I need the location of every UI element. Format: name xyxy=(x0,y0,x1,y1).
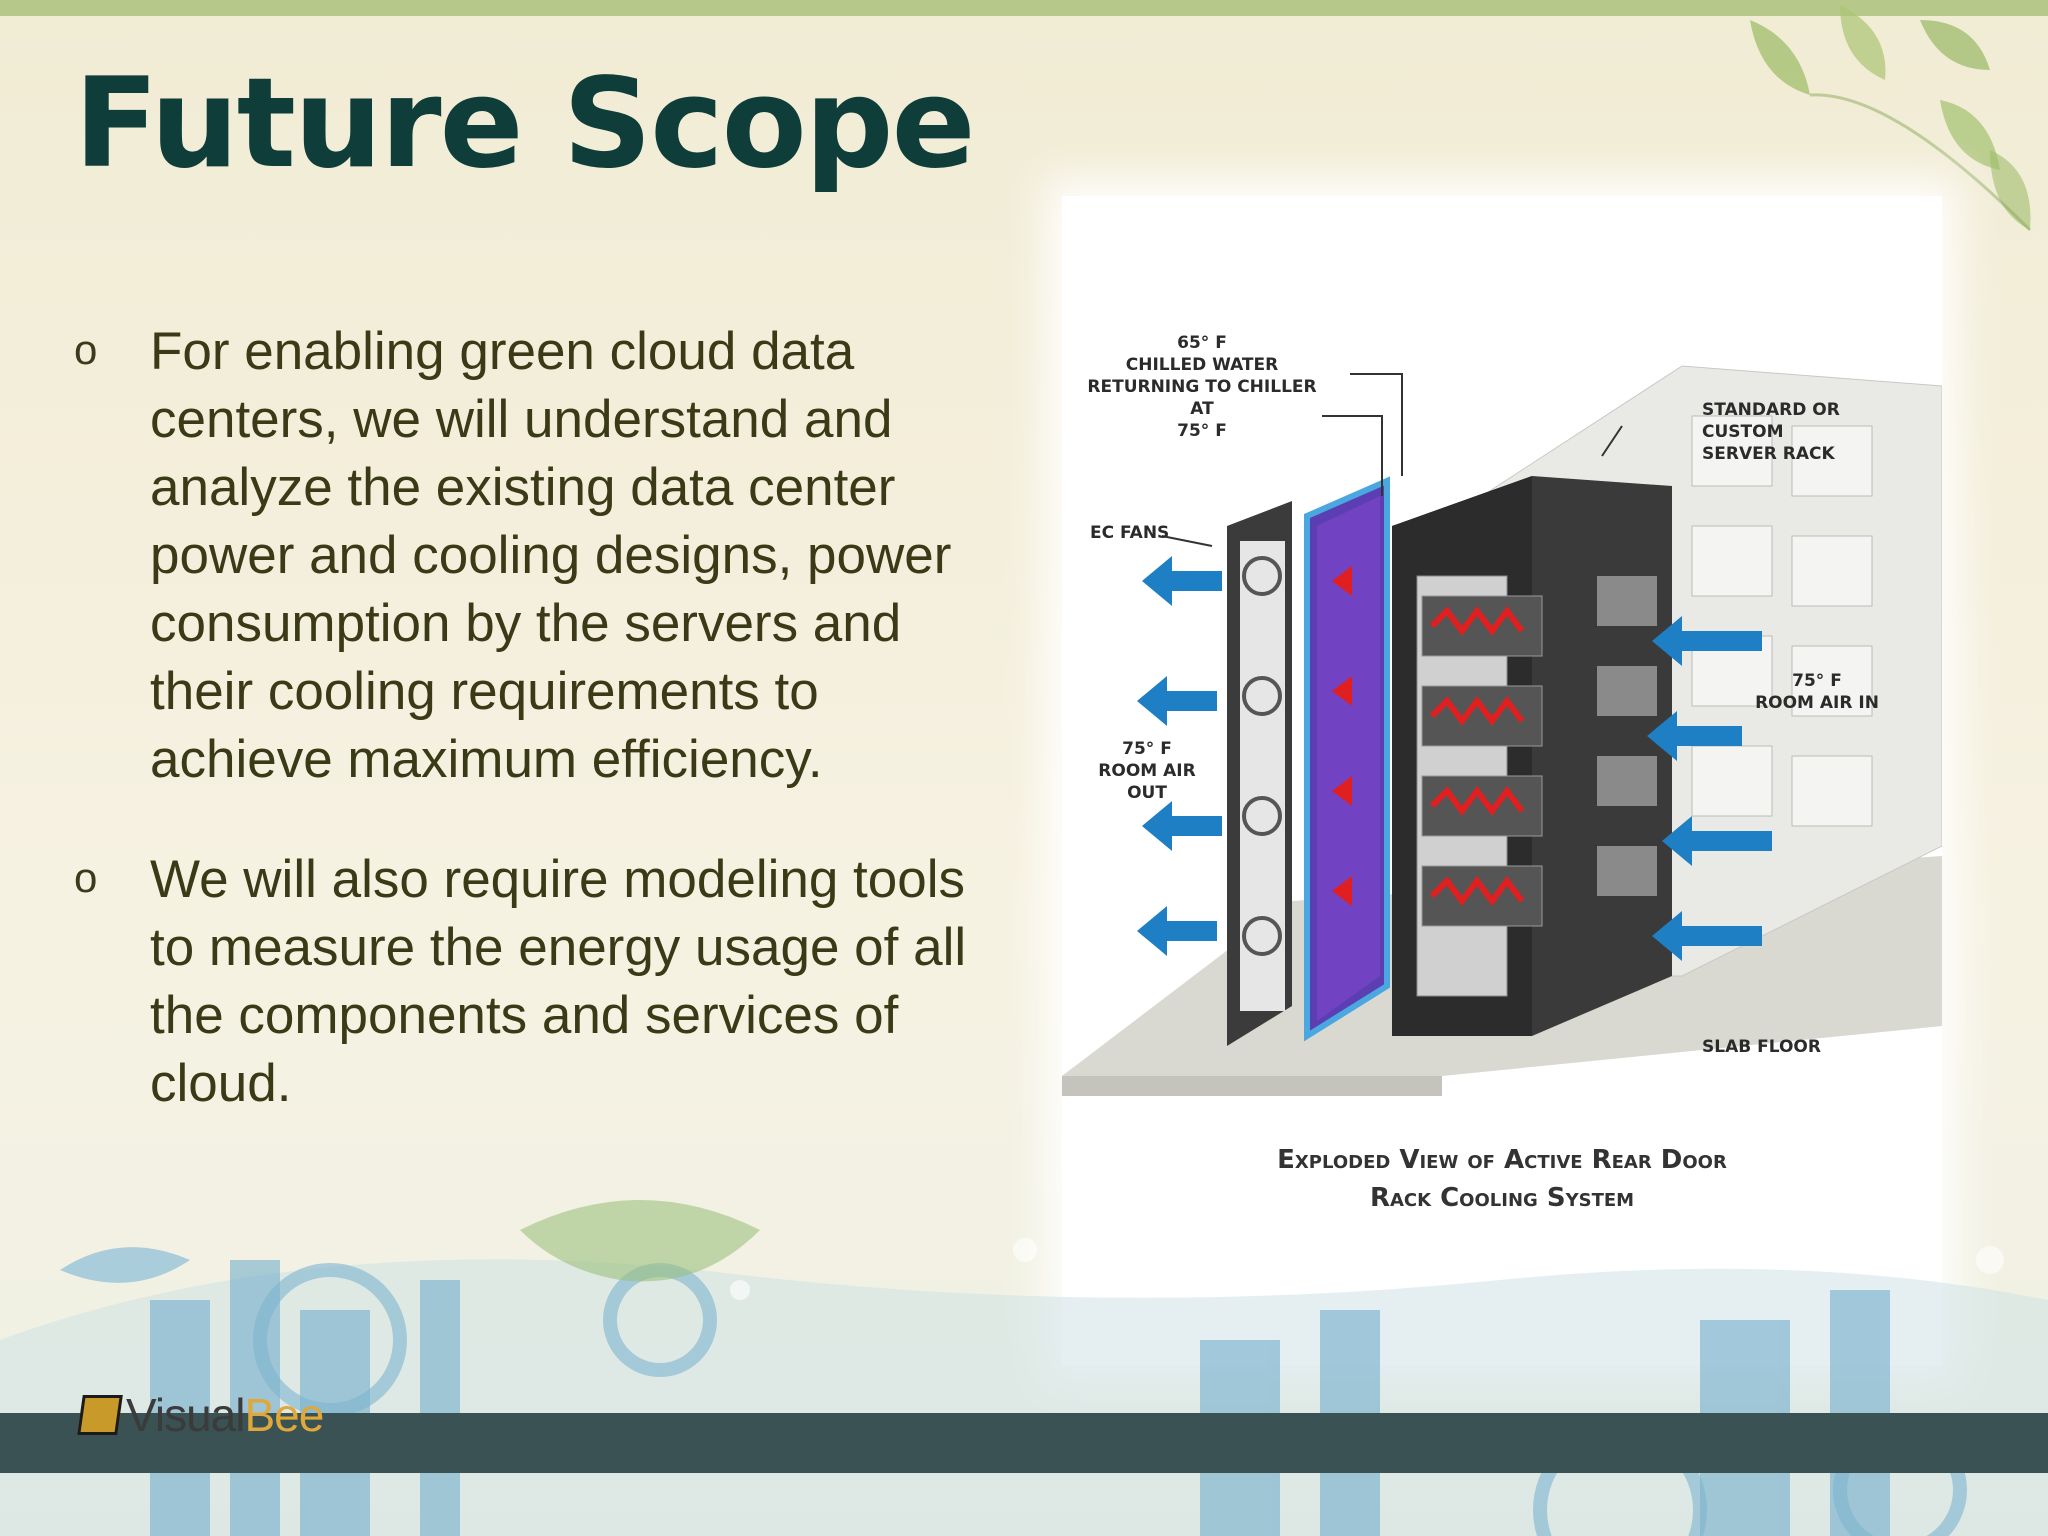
rack-cooling-figure: 65° F CHILLED WATER RETURNING TO CHILLER… xyxy=(1062,196,1942,1366)
slide-title: Future Scope xyxy=(74,52,976,196)
visualbee-logo: VisualBee xyxy=(77,1388,324,1442)
bullet-list: o For enabling green cloud data centers,… xyxy=(74,318,994,1170)
caption-line-1: Exploded View of Active Rear Door xyxy=(1277,1145,1727,1175)
figure-caption: Exploded View of Active Rear Door Rack C… xyxy=(1062,1141,1942,1217)
bullet-marker: o xyxy=(74,854,98,901)
top-accent-bar xyxy=(0,0,2048,16)
bullet-item: o For enabling green cloud data centers,… xyxy=(74,318,994,794)
room-air-in-label: 75° F ROOM AIR IN xyxy=(1755,671,1879,713)
room-air-out-label: 75° F ROOM AIR OUT xyxy=(1098,739,1196,803)
leaf-decoration xyxy=(1750,5,2032,232)
caption-line-2: Rack Cooling System xyxy=(1369,1183,1635,1213)
logo-text: VisualBee xyxy=(126,1388,324,1442)
rack-cooling-illustration xyxy=(1062,365,1942,1096)
ec-fans-label: EC FANS xyxy=(1090,523,1170,543)
bullet-text: We will also require modeling tools to m… xyxy=(150,850,967,1113)
server-rack-label: STANDARD OR CUSTOM SERVER RACK xyxy=(1702,400,1840,464)
footer-bar xyxy=(0,1413,2048,1473)
footer-decoration xyxy=(0,1200,2048,1536)
logo-icon xyxy=(77,1395,123,1435)
logo-text-visual: Visual xyxy=(126,1389,245,1441)
bullet-marker: o xyxy=(74,326,98,373)
slab-floor-label: SLAB FLOOR xyxy=(1702,1037,1821,1057)
logo-text-bee: Bee xyxy=(244,1389,324,1441)
chilled-water-label: 65° F CHILLED WATER RETURNING TO CHILLER… xyxy=(1087,333,1317,441)
bullet-text: For enabling green cloud data centers, w… xyxy=(150,322,952,789)
bullet-item: o We will also require modeling tools to… xyxy=(74,846,994,1118)
